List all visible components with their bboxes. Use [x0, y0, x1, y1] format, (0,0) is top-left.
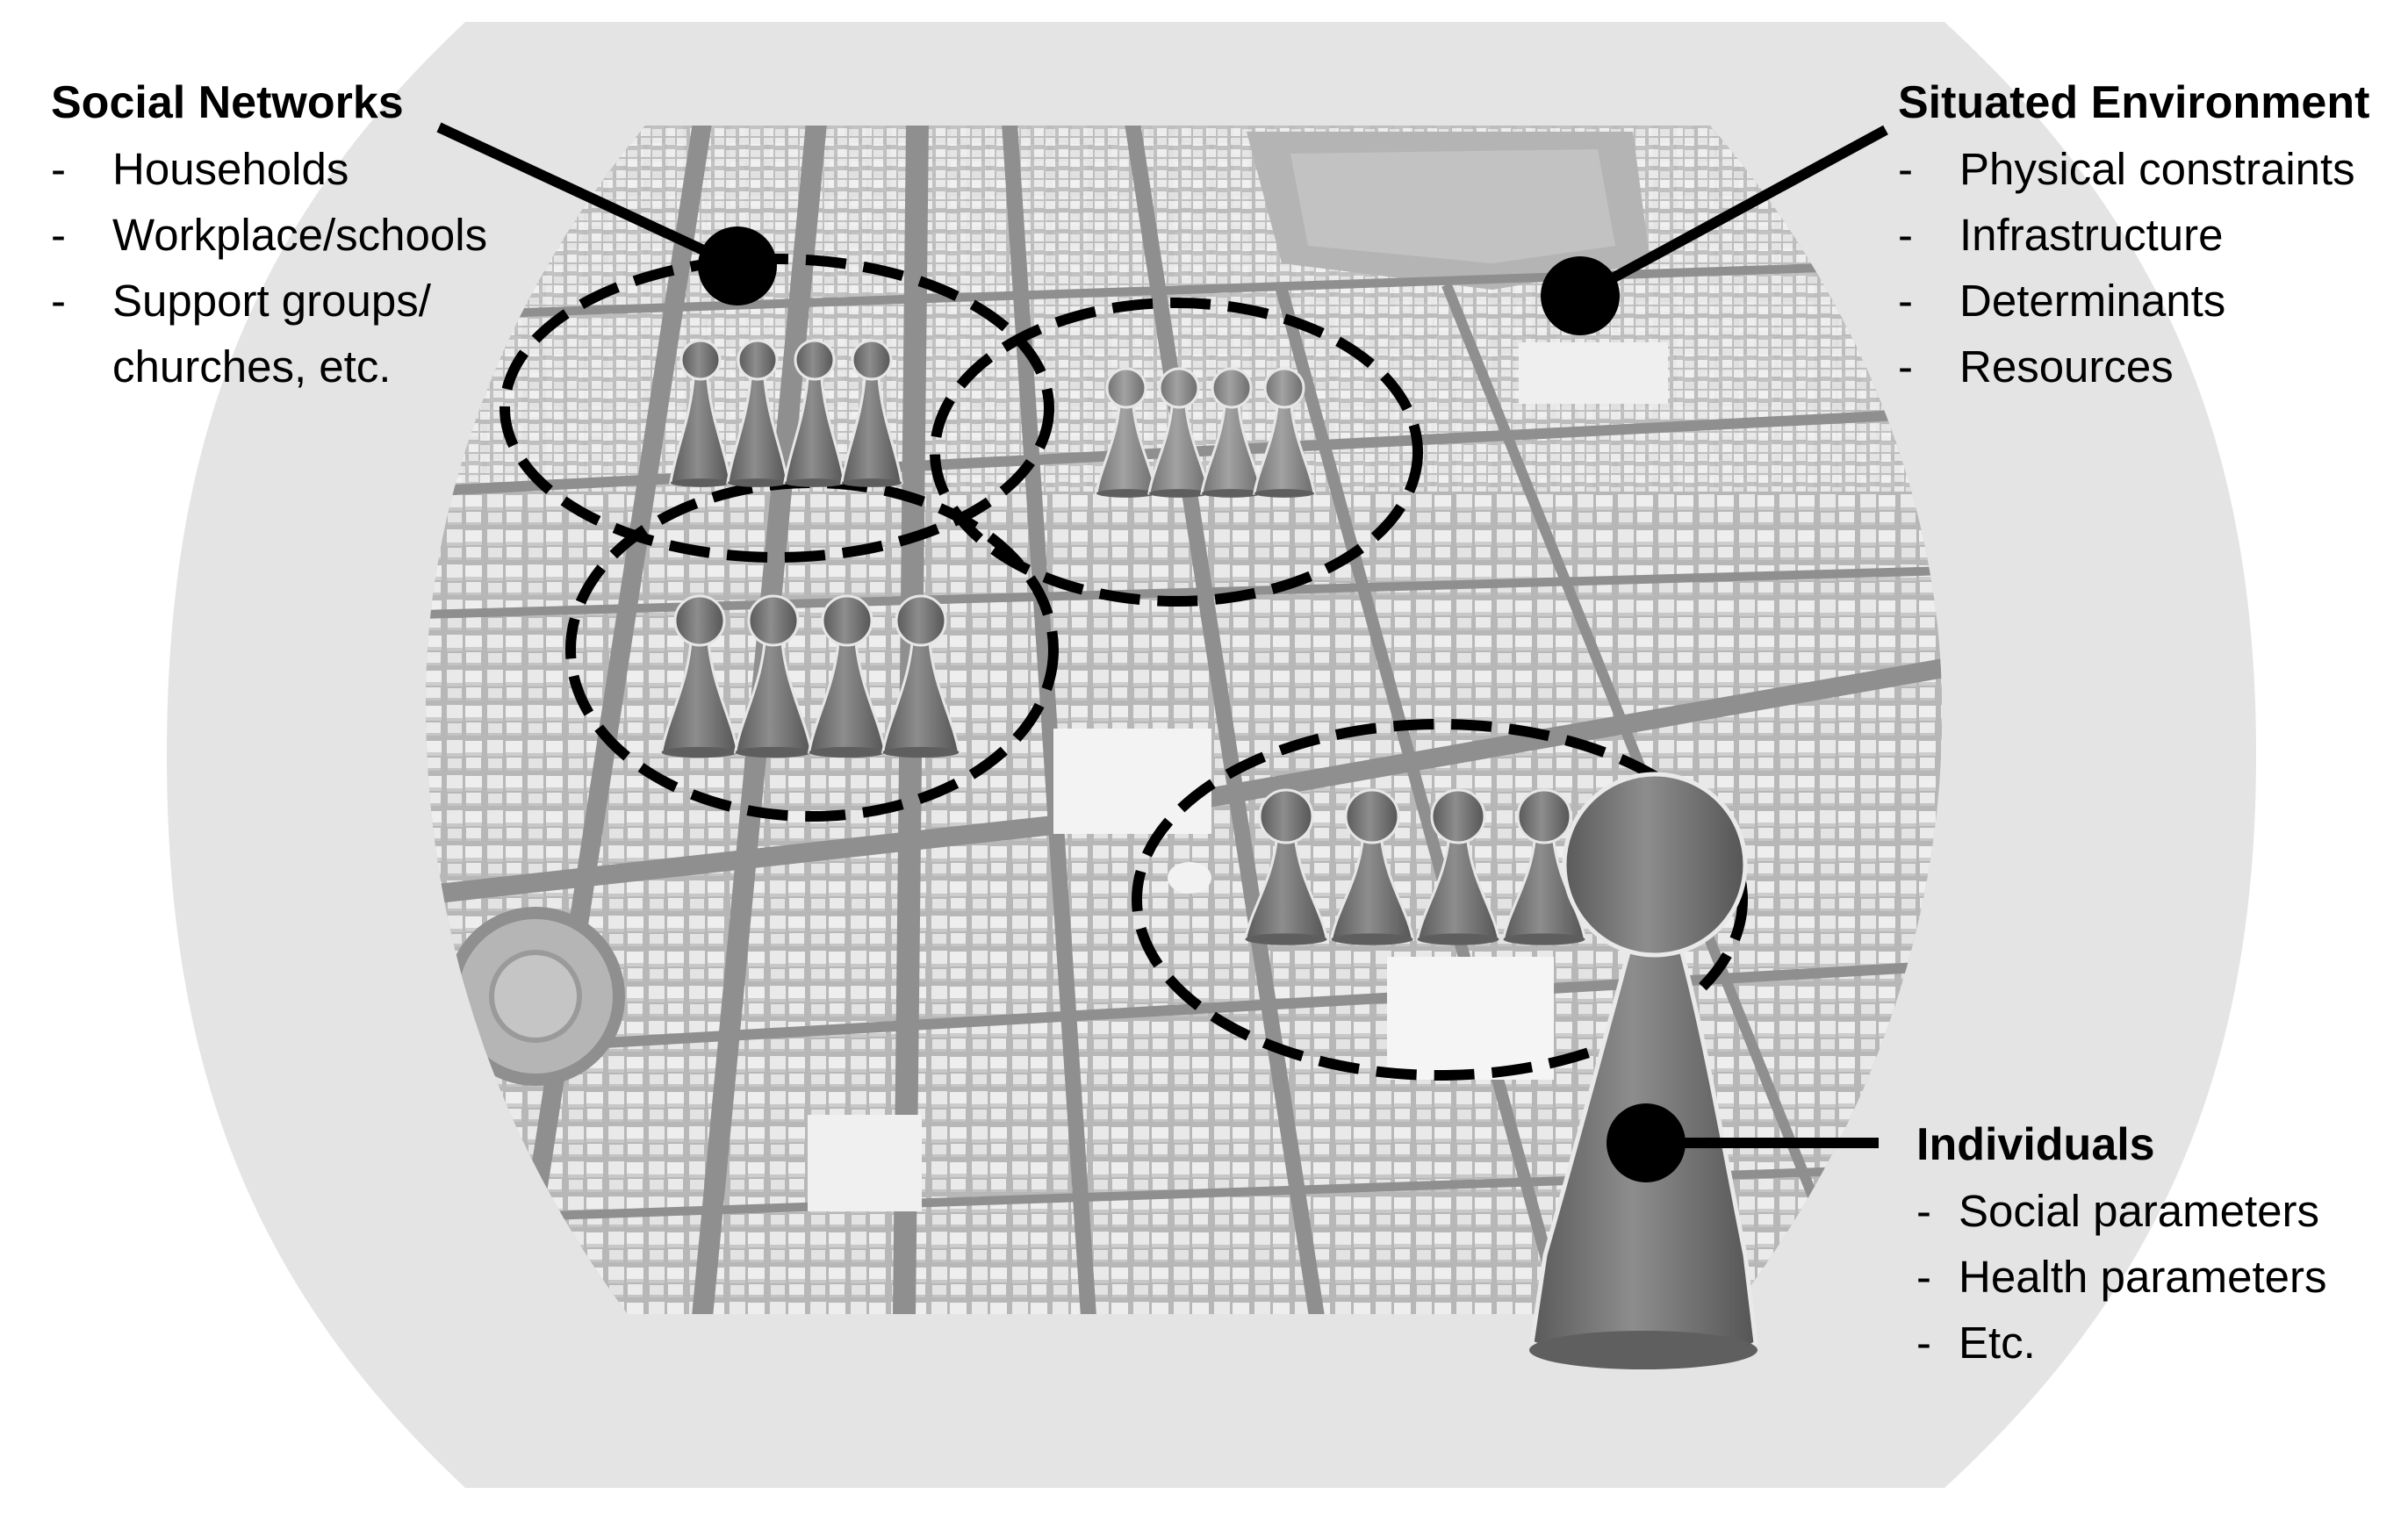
marker-social [698, 226, 777, 305]
connector-environment [1578, 125, 1888, 301]
connector-social [436, 122, 740, 271]
individuals-label: Individuals -Social parameters -Health p… [1916, 1112, 2327, 1376]
social-networks-item: -Households [51, 144, 349, 194]
pawn-icon [881, 594, 961, 758]
network-ellipse-2 [930, 298, 1423, 607]
social-networks-item: -Support groups/ [51, 276, 431, 326]
marker-environment [1541, 256, 1620, 335]
pawn-icon [659, 594, 740, 758]
connectors [436, 122, 1888, 1182]
network-ellipse-1 [500, 254, 1054, 563]
pawn-icon [1147, 367, 1211, 498]
social-networks-label: Social Networks -Households -Workplace/s… [51, 70, 487, 399]
pawn-icon [1200, 367, 1263, 498]
situated-environment-item: -Resources [1898, 341, 2174, 392]
individuals-title: Individuals [1916, 1119, 2155, 1170]
individuals-item: -Social parameters [1916, 1186, 2320, 1236]
situated-environment-item: -Physical constraints [1898, 144, 2355, 194]
situated-environment-item: -Infrastructure [1898, 210, 2224, 260]
pawn-icon [1095, 367, 1158, 498]
pawn-icon [726, 339, 789, 487]
social-networks-item-continuation: churches, etc. [112, 341, 392, 392]
pawn-icon [1329, 788, 1415, 945]
individuals-item: -Health parameters [1916, 1252, 2327, 1302]
social-networks-item: -Workplace/schools [51, 210, 488, 260]
network-ellipse-4 [1132, 719, 1748, 1081]
pawn-icon [1243, 788, 1329, 945]
network-ellipses [500, 254, 1748, 1081]
network-ellipse-3 [565, 478, 1059, 822]
situated-environment-title: Situated Environment [1898, 77, 2370, 128]
marker-individuals [1607, 1103, 1686, 1182]
pawn-icon [807, 594, 888, 758]
situated-environment-label: Situated Environment -Physical constrain… [1898, 70, 2369, 399]
pawn-groups [659, 339, 1587, 945]
situated-environment-item: -Determinants [1898, 276, 2226, 326]
pawn-icon [1501, 788, 1587, 945]
pawn-icon [840, 339, 903, 487]
social-networks-title: Social Networks [51, 77, 404, 128]
pawn-icon [1253, 367, 1316, 498]
individuals-item: -Etc. [1916, 1318, 2036, 1368]
pawn-icon [1415, 788, 1501, 945]
